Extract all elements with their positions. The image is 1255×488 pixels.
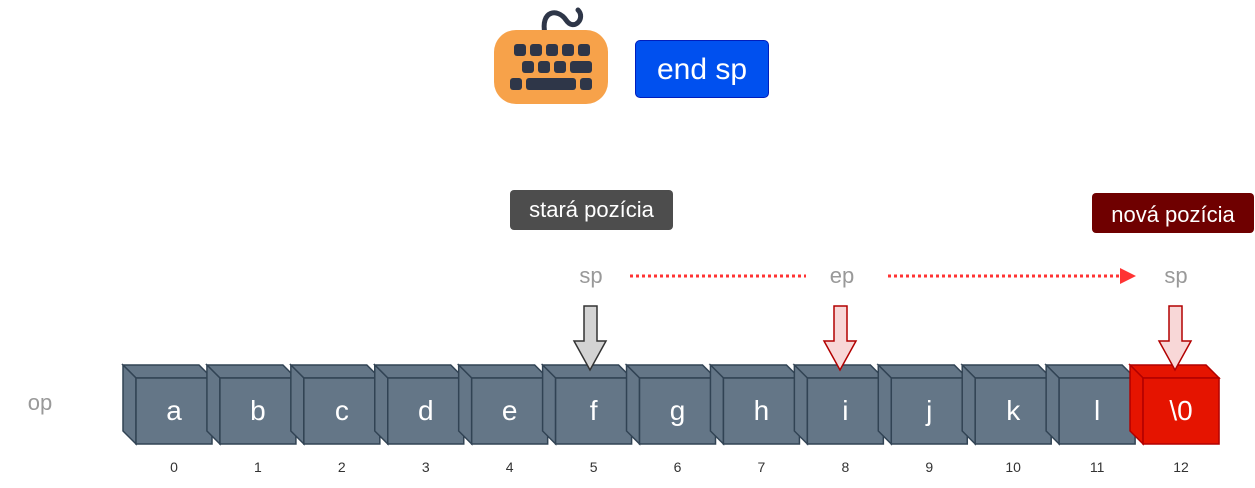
cell-index: 11 <box>1089 459 1105 475</box>
cell-front-face <box>470 377 549 445</box>
terminator-cell <box>1128 363 1221 446</box>
cell-char: e <box>501 395 518 426</box>
cell-front-face <box>554 377 633 445</box>
array-cell <box>792 363 886 446</box>
cell-front-face <box>135 377 213 445</box>
dotted-arrow-head <box>1120 268 1136 284</box>
array-cell <box>1044 363 1137 446</box>
cell-top-face <box>540 364 634 379</box>
array-cell <box>205 363 298 446</box>
array-cell <box>540 363 634 446</box>
cell-char: i <box>842 395 849 426</box>
cell-char: b <box>250 395 266 426</box>
cell-index: 1 <box>254 459 262 475</box>
cell-index: 8 <box>841 459 850 475</box>
cell-top-face <box>372 364 466 379</box>
cell-index: 3 <box>421 459 430 475</box>
array-cell <box>121 363 214 446</box>
cell-index: 4 <box>505 459 514 475</box>
new-position-label: nová pozícia <box>1092 193 1254 233</box>
cell-front-face <box>387 377 465 445</box>
cell-char: l <box>1093 395 1101 426</box>
cell-char: h <box>753 395 770 426</box>
keyboard-icon <box>494 7 608 104</box>
cell-top-face <box>205 364 298 379</box>
cell-char: j <box>926 395 933 426</box>
ep-pointer-label: ep <box>829 263 855 288</box>
cell-index: 10 <box>1005 459 1021 475</box>
cell-char: g <box>669 395 686 426</box>
array-cell <box>289 363 382 446</box>
cell-char: k <box>1006 395 1021 426</box>
cell-index: 9 <box>925 459 934 475</box>
cell-char: \0 <box>1169 395 1193 426</box>
ep-down-arrow <box>822 305 858 372</box>
cell-top-face <box>960 364 1054 379</box>
cell-index: 2 <box>337 459 346 475</box>
cell-char: f <box>589 395 598 426</box>
end-sp-key-button[interactable]: end sp <box>635 40 769 98</box>
cell-index: 5 <box>589 459 598 475</box>
cell-front-face <box>806 377 885 445</box>
sp-new-down-arrow <box>1157 305 1193 372</box>
cell-index: 12 <box>1173 459 1189 475</box>
cell-index: 6 <box>673 459 682 475</box>
sp-new-pointer-label: sp <box>1164 263 1188 288</box>
cell-top-face <box>1044 364 1137 379</box>
cell-front-face <box>1142 377 1220 445</box>
old-position-label: stará pozícia <box>510 190 673 230</box>
cell-side-face <box>122 363 137 446</box>
cell-top-face <box>121 364 214 379</box>
cell-char: d <box>417 395 434 426</box>
cell-char: a <box>166 395 182 426</box>
cell-top-face <box>876 364 970 379</box>
cell-front-face <box>219 377 297 445</box>
array-cell <box>960 363 1054 446</box>
cell-top-face <box>624 364 718 379</box>
cell-index: 7 <box>757 459 766 475</box>
array-cell <box>456 363 550 446</box>
sp-old-pointer-label: sp <box>579 263 603 288</box>
cell-top-face <box>289 364 382 379</box>
cell-top-face <box>456 364 550 379</box>
cell-front-face <box>1058 377 1136 445</box>
op-row-label: op <box>27 390 53 415</box>
cell-front-face <box>303 377 381 445</box>
sp-old-down-arrow <box>572 305 608 372</box>
array-cell <box>372 363 466 446</box>
cell-top-face <box>708 364 802 379</box>
cell-char: c <box>334 395 349 426</box>
cell-index: 0 <box>170 459 178 475</box>
